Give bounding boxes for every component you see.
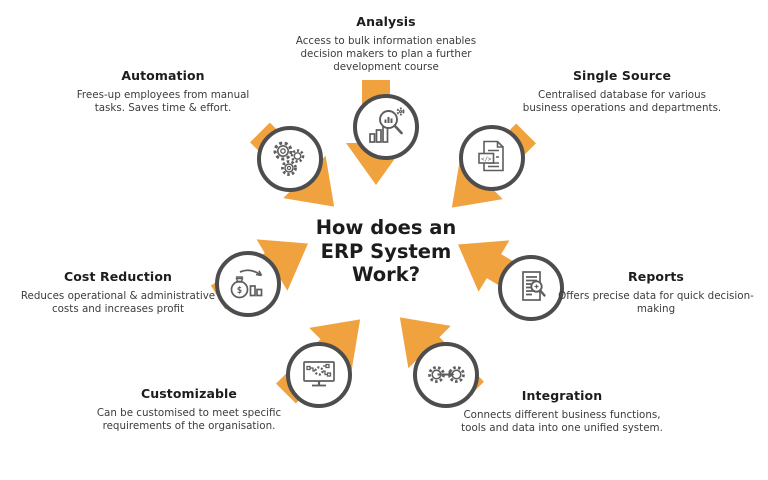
single-source-title: Single Source — [572, 68, 672, 83]
page-title-line2: ERP System — [320, 239, 452, 263]
reports-icon-circle — [498, 255, 564, 321]
reports-description: Offers precise data for quick decision-m… — [558, 290, 754, 316]
analysis-title: Analysis — [356, 14, 416, 29]
page-title-line3: Work? — [351, 263, 421, 286]
page-title-line1: How does an — [315, 216, 457, 239]
analysis-icon-circle — [353, 94, 419, 160]
money-bag-decline-chart-icon: $ — [230, 269, 263, 299]
integration-section: Integration Connects different business … — [452, 388, 672, 435]
customizable-description: Can be customised to meet specific requi… — [96, 407, 282, 433]
customizable-title: Customizable — [140, 386, 237, 401]
page-title: How does an ERP System Work? — [286, 216, 486, 287]
reports-section: Reports Offers precise data for quick de… — [556, 269, 756, 316]
document-magnifier-icon — [522, 271, 546, 301]
customizable-section: Customizable Can be customised to meet s… — [79, 386, 299, 433]
cost-reduction-section: Cost Reduction Reduces operational & adm… — [12, 269, 224, 316]
automation-icon-circle — [257, 126, 323, 192]
svg-text:</>: </> — [481, 157, 492, 163]
integration-description: Connects different business functions, t… — [461, 409, 663, 435]
gears-icon — [273, 141, 305, 176]
chart-magnifier-icon — [369, 107, 405, 143]
gears-sync-icon — [428, 366, 465, 383]
analysis-description: Access to bulk information enables decis… — [295, 35, 477, 74]
single-source-description: Centralised database for various busines… — [522, 89, 722, 115]
svg-text:$: $ — [237, 286, 242, 296]
automation-section: Automation Frees-up employees from manua… — [63, 68, 263, 115]
single-source-section: Single Source Centralised database for v… — [522, 68, 722, 115]
single-source-icon-circle: </> — [459, 125, 525, 191]
customizable-icon-circle — [286, 342, 352, 408]
code-document-icon: </> — [478, 140, 504, 172]
integration-icon-circle — [413, 342, 479, 408]
reports-title: Reports — [628, 269, 684, 284]
automation-description: Frees-up employees from manual tasks. Sa… — [76, 89, 250, 115]
cost-reduction-title: Cost Reduction — [63, 269, 173, 284]
cost-reduction-icon-circle: $ — [215, 251, 281, 317]
monitor-gear-icon — [303, 361, 335, 387]
cost-reduction-description: Reduces operational & administrative cos… — [20, 290, 216, 316]
integration-title: Integration — [521, 388, 603, 403]
analysis-section: Analysis Access to bulk information enab… — [276, 14, 496, 75]
automation-title: Automation — [121, 68, 205, 83]
